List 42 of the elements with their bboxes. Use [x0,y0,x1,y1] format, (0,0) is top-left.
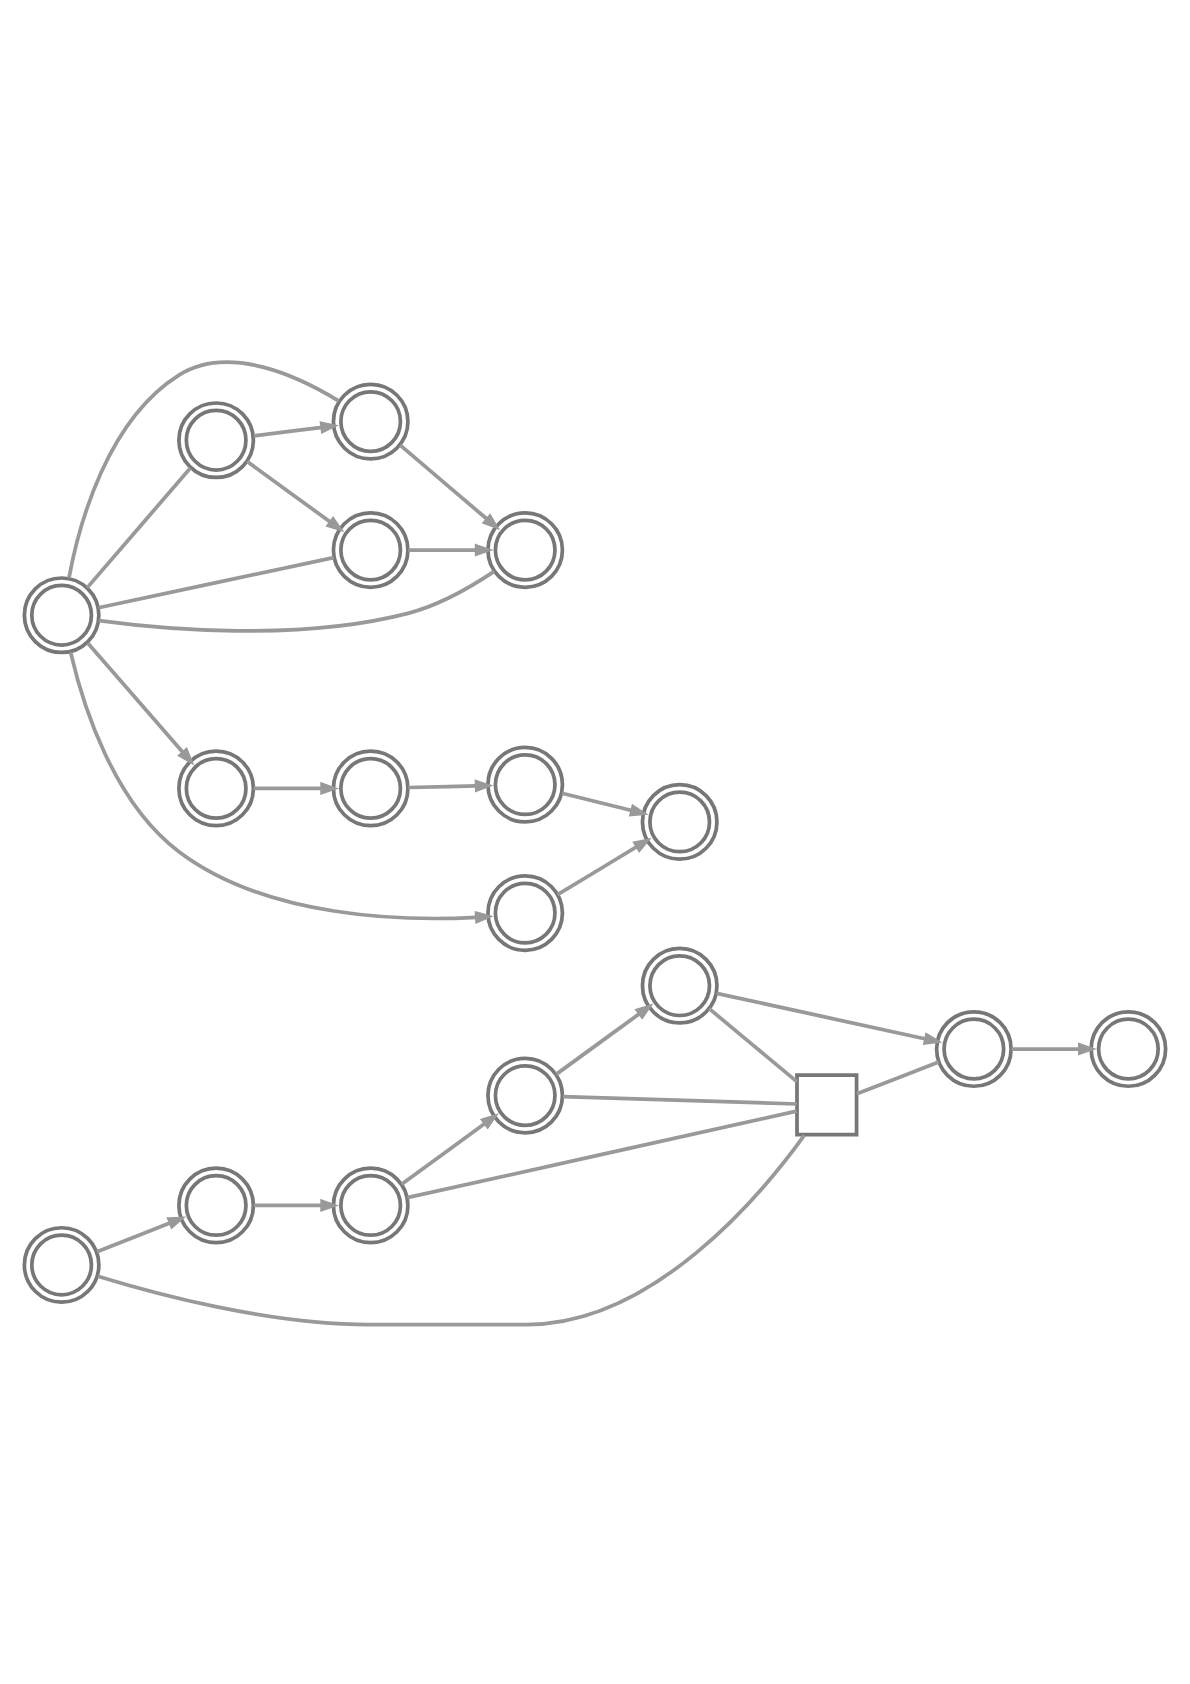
node-circle [22,575,101,654]
node-circle [331,381,410,460]
node-circle [331,509,410,589]
arrow [253,780,339,794]
node-circle [486,1055,565,1134]
node-circle [640,945,719,1024]
arrow [96,1215,187,1253]
node-circle [177,1165,256,1244]
arrow [253,420,339,437]
connector [97,1133,806,1326]
arrow [399,442,501,530]
connector [708,1006,799,1082]
connector [406,1108,797,1199]
connector [98,568,496,632]
arrow [68,650,494,923]
connector [562,1093,797,1105]
arrow [1011,1041,1097,1055]
arrow [408,542,494,556]
node-circle [331,1165,410,1244]
node-box [795,1072,859,1136]
node-circle [1089,1008,1168,1088]
connector [856,1059,940,1095]
arrow [253,1197,339,1211]
arrow [561,790,649,816]
node-circle [934,1008,1013,1088]
arrow [556,836,652,896]
arrow [400,1112,499,1185]
arrow [246,458,345,532]
node-circle [486,873,565,952]
node-circle [331,748,410,827]
connector [85,465,192,589]
connector [98,554,335,609]
arrow [716,990,943,1044]
arrow [86,640,195,765]
connector [67,359,340,578]
arrow [408,778,494,792]
node-circle [22,1224,101,1304]
node-circle [177,400,256,479]
node-circle [486,509,565,589]
arrow [555,1002,654,1075]
node-circle [640,781,719,860]
node-circle [486,744,565,823]
